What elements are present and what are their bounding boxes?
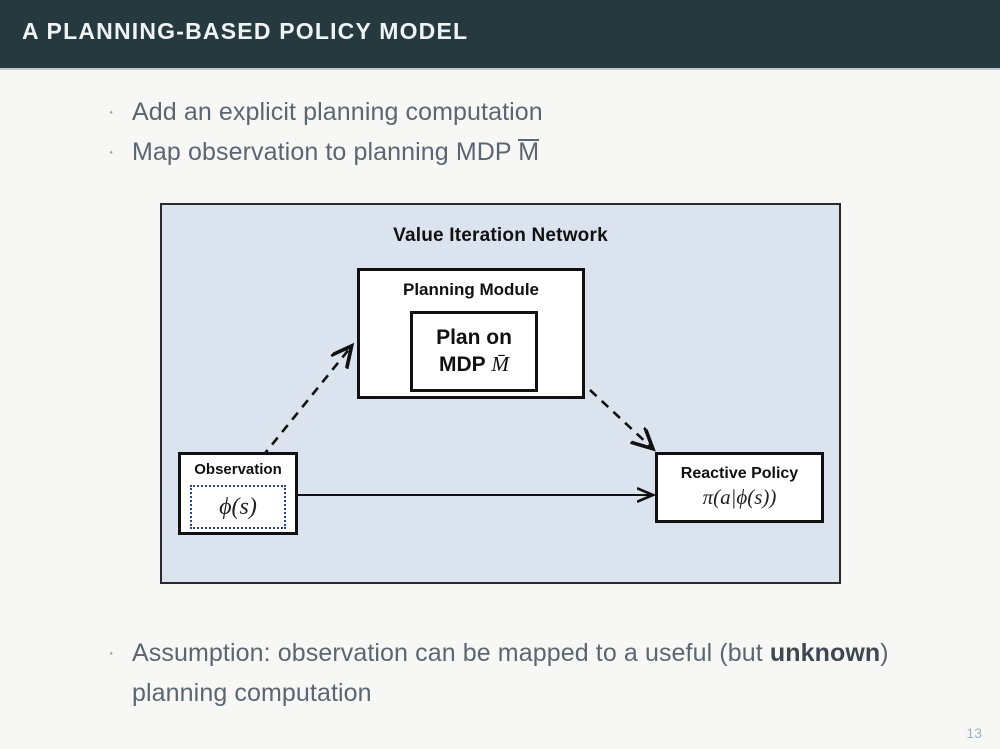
observation-label: Observation [194,461,282,478]
bullet-text-prefix: Map observation to planning MDP [132,138,519,166]
bullet-marker: · [108,101,115,123]
plan-on-line: Plan on [436,325,512,349]
bullet-item: · Map observation to planning MDP M [108,132,928,172]
bullet-text: Add an explicit planning computation [132,98,543,126]
slide-header [0,0,1000,68]
plan-on-mdp-box: Plan on MDP M̄ [410,311,538,392]
mdp-line: MDP M̄ [439,351,509,378]
assumption-text-part2: ) planning computation [132,639,889,707]
diagram-title: Value Iteration Network [393,225,608,246]
reactive-policy-label: Reactive Policy [680,465,799,482]
value-iteration-network-panel: Value Iteration Network Planning Module … [160,203,841,584]
bullet-text: Map observation to planning MDP M [132,132,928,172]
observation-box: Observation ϕ(s) [178,452,298,535]
reactive-policy-box: Reactive Policy π(a|ϕ(s)) [655,452,824,523]
bullet-item: · Add an explicit planning computation [108,92,928,132]
bullet-text: Assumption: observation can be mapped to… [132,633,928,713]
edge-observation-to-planning [260,348,350,458]
mdp-overline-symbol: M [518,138,540,166]
bullet-marker: · [108,642,115,664]
bottom-bullet-list: · Assumption: observation can be mapped … [108,633,928,713]
page-number: 13 [966,725,982,741]
planning-module-box: Planning Module Plan on MDP M̄ [357,268,585,399]
assumption-text-part1: Assumption: observation can be mapped to… [132,639,770,667]
diagram-arrows [260,205,843,586]
edge-planning-to-policy [589,389,651,447]
top-bullet-list: · Add an explicit planning computation ·… [108,92,928,172]
mdp-bar-symbol: M̄ [491,352,510,376]
assumption-text-emphasis: unknown [769,639,881,667]
bullet-marker: · [108,141,115,163]
observation-formula: ϕ(s) [219,493,257,520]
page-title: A Planning-based Policy Model [22,18,469,44]
mdp-text: MDP [438,353,486,376]
bullet-item: · Assumption: observation can be mapped … [108,633,928,713]
header-underline [0,68,1000,70]
planning-module-label: Planning Module [403,280,539,299]
observation-feature-box: ϕ(s) [190,485,286,529]
reactive-policy-formula: π(a|ϕ(s)) [702,485,777,509]
